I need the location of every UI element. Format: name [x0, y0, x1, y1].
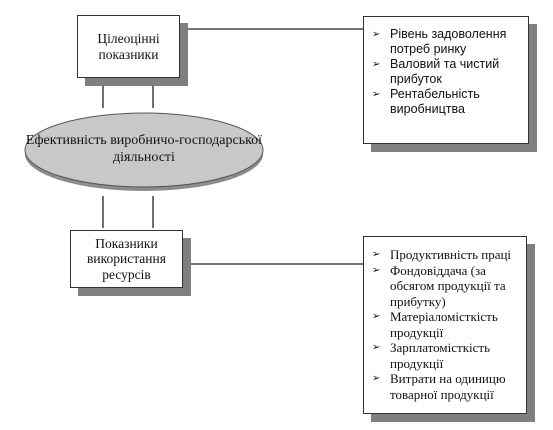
arrow-bullet-icon: ➢ — [372, 249, 381, 260]
resource-indicators-box: Показники використання ресурсів — [70, 230, 183, 288]
arrow-bullet-icon: ➢ — [372, 311, 381, 322]
arrow-bullet-icon: ➢ — [372, 264, 381, 276]
arrow-bullet-icon: ➢ — [372, 59, 381, 70]
list-item: ➢Витрати на одиницю товарної продукції — [372, 371, 506, 402]
list-item: ➢Рентабельність виробництва — [372, 87, 480, 116]
goal-metrics-list: ➢Рівень задоволення потреб ринку ➢Валови… — [364, 27, 528, 117]
arrow-bullet-icon: ➢ — [372, 89, 381, 100]
resource-indicators-title: Показники використання ресурсів — [87, 235, 166, 282]
resource-metrics-list: ➢Продуктивність праці ➢Фондовіддача (за … — [364, 247, 526, 402]
list-item: ➢Валовий та чистий прибуток — [372, 57, 500, 86]
arrow-bullet-icon: ➢ — [372, 29, 381, 40]
efficiency-title: Ефективність виробничо-господарської дія… — [25, 133, 263, 165]
goal-metrics-list-box: ➢Рівень задоволення потреб ринку ➢Валови… — [363, 16, 529, 144]
list-item: ➢Продуктивність праці — [372, 247, 512, 262]
center-ellipse — [24, 112, 264, 188]
list-item: ➢Рівень задоволення потреб ринку — [372, 27, 507, 56]
goal-indicators-box: Цілеоцінні показники — [77, 15, 180, 78]
list-item: ➢Фондовіддача (за обсягом продукції та п… — [372, 262, 506, 309]
arrow-bullet-icon: ➢ — [372, 342, 381, 353]
list-item: ➢Зарплатомісткість продукції — [372, 340, 491, 371]
resource-metrics-list-box: ➢Продуктивність праці ➢Фондовіддача (за … — [363, 236, 527, 414]
goal-indicators-title: Цілеоцінні показники — [97, 30, 160, 62]
list-item: ➢Матеріаломісткість продукції — [372, 309, 498, 340]
arrow-bullet-icon: ➢ — [372, 373, 381, 384]
